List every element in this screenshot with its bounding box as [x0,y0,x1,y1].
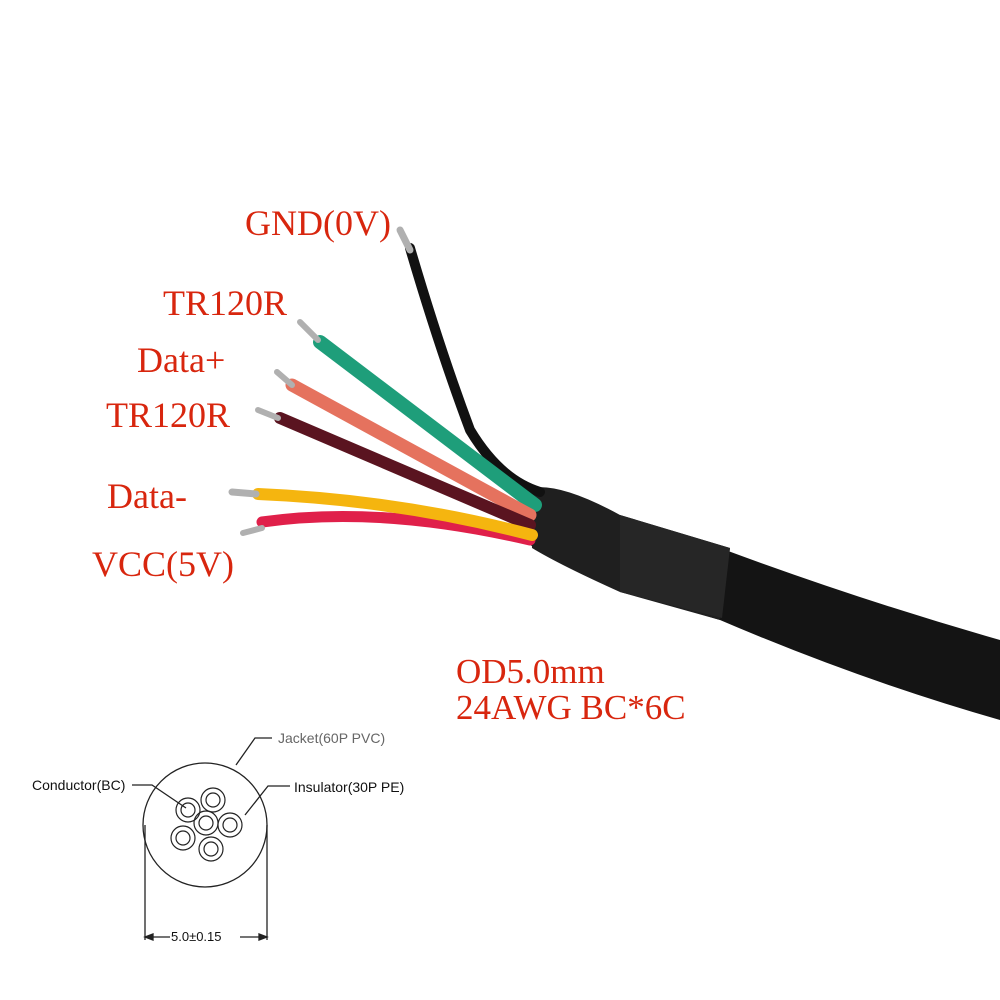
cross-section-drawing [132,737,290,941]
wire-label-data-minus: Data- [107,476,187,516]
wire-label-tr120r-1: TR120R [163,283,288,323]
jacket-label: Jacket(60P PVC) [278,730,386,746]
spec-gauge: 24AWG BC*6C [456,688,686,727]
conductor-label: Conductor(BC) [32,777,126,793]
dimension-label: 5.0±0.15 [170,929,223,944]
spec-outer-diameter: OD5.0mm [456,652,605,691]
wire-label-vcc: VCC(5V) [92,544,234,584]
wire-label-tr120r-2: TR120R [106,395,231,435]
wire-label-data-plus: Data+ [137,340,226,380]
wire-label-gnd: GND(0V) [245,203,391,243]
insulator-label: Insulator(30P PE) [294,779,405,795]
